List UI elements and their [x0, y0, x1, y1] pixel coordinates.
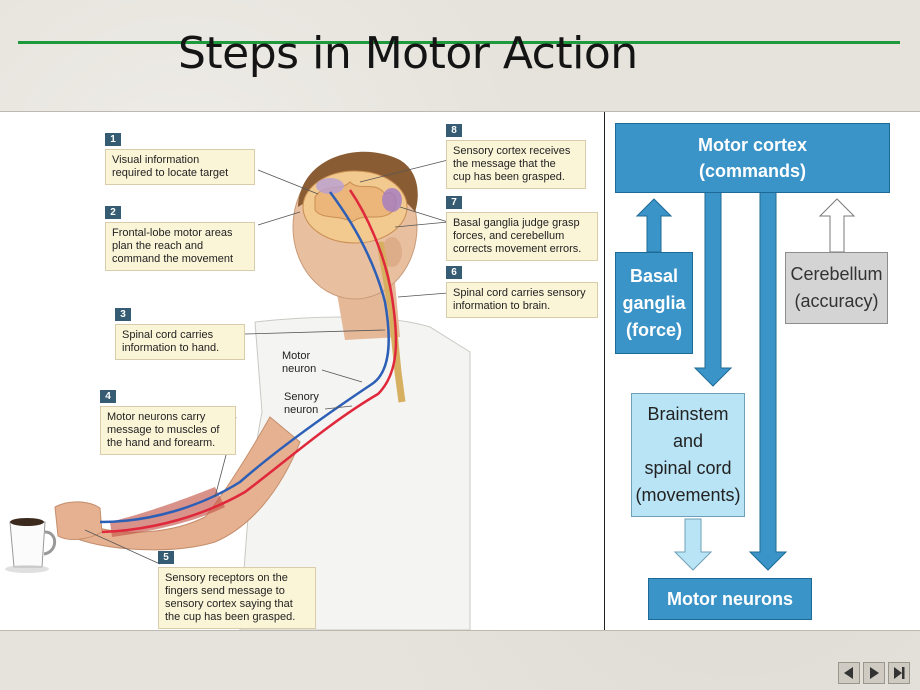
step-number: 5: [158, 551, 174, 564]
step-description: Basal ganglia judge grasp forces, and ce…: [446, 212, 598, 261]
title-rule: [18, 41, 900, 44]
panel-divider: [604, 112, 605, 630]
anatomy-drawing: [5, 151, 471, 630]
step-3: 3 Spinal cord carries information to han…: [115, 304, 245, 360]
step-6: 6 Spinal cord carries sensory informatio…: [446, 262, 598, 318]
motor-control-flowchart: Motor cortex (commands) Basal ganglia (f…: [605, 112, 920, 630]
step-5: 5 Sensory receptors on the fingers send …: [158, 547, 316, 629]
step-description: Spinal cord carries information to hand.: [115, 324, 245, 360]
step-number: 3: [115, 308, 131, 321]
step-description: Motor neurons carry message to muscles o…: [100, 406, 236, 455]
nav-end-button[interactable]: [888, 662, 910, 684]
slide-navigation: [838, 662, 910, 684]
cerebellum-box: Cerebellum (accuracy): [785, 252, 888, 324]
anatomy-illustration: 1 Visual information required to locate …: [0, 112, 604, 630]
nav-prev-button[interactable]: [838, 662, 860, 684]
nav-next-button[interactable]: [863, 662, 885, 684]
step-number: 6: [446, 266, 462, 279]
step-number: 2: [105, 206, 121, 219]
brainstem-box: Brainstem and spinal cord (movements): [631, 393, 745, 517]
step-number: 4: [100, 390, 116, 403]
motor-neuron-label: Motor neuron: [282, 350, 317, 375]
nav-end-icon: [894, 667, 905, 679]
step-8: 8 Sensory cortex receives the message th…: [446, 120, 586, 189]
flowchart-arrows: [635, 190, 856, 571]
step-description: Sensory receptors on the fingers send me…: [158, 567, 316, 629]
nav-next-icon: [870, 667, 879, 679]
step-description: Frontal-lobe motor areas plan the reach …: [105, 222, 255, 271]
step-2: 2 Frontal-lobe motor areas plan the reac…: [105, 202, 255, 271]
nav-prev-icon: [844, 667, 853, 679]
sensory-neuron-label: Senory neuron: [284, 391, 319, 416]
step-number: 7: [446, 196, 462, 209]
step-description: Visual information required to locate ta…: [105, 149, 255, 185]
basal-ganglia-box: Basal ganglia (force): [615, 252, 693, 354]
step-number: 8: [446, 124, 462, 137]
motor-neurons-box: Motor neurons: [648, 578, 812, 620]
step-description: Sensory cortex receives the message that…: [446, 140, 586, 189]
diagram-panel: 1 Visual information required to locate …: [0, 111, 920, 631]
step-7: 7 Basal ganglia judge grasp forces, and …: [446, 192, 598, 261]
motor-cortex-box: Motor cortex (commands): [615, 123, 890, 193]
step-1: 1 Visual information required to locate …: [105, 129, 255, 185]
step-number: 1: [105, 133, 121, 146]
step-4: 4 Motor neurons carry message to muscles…: [100, 386, 236, 455]
slide-title: Steps in Motor Action: [178, 28, 638, 79]
step-description: Spinal cord carries sensory information …: [446, 282, 598, 318]
